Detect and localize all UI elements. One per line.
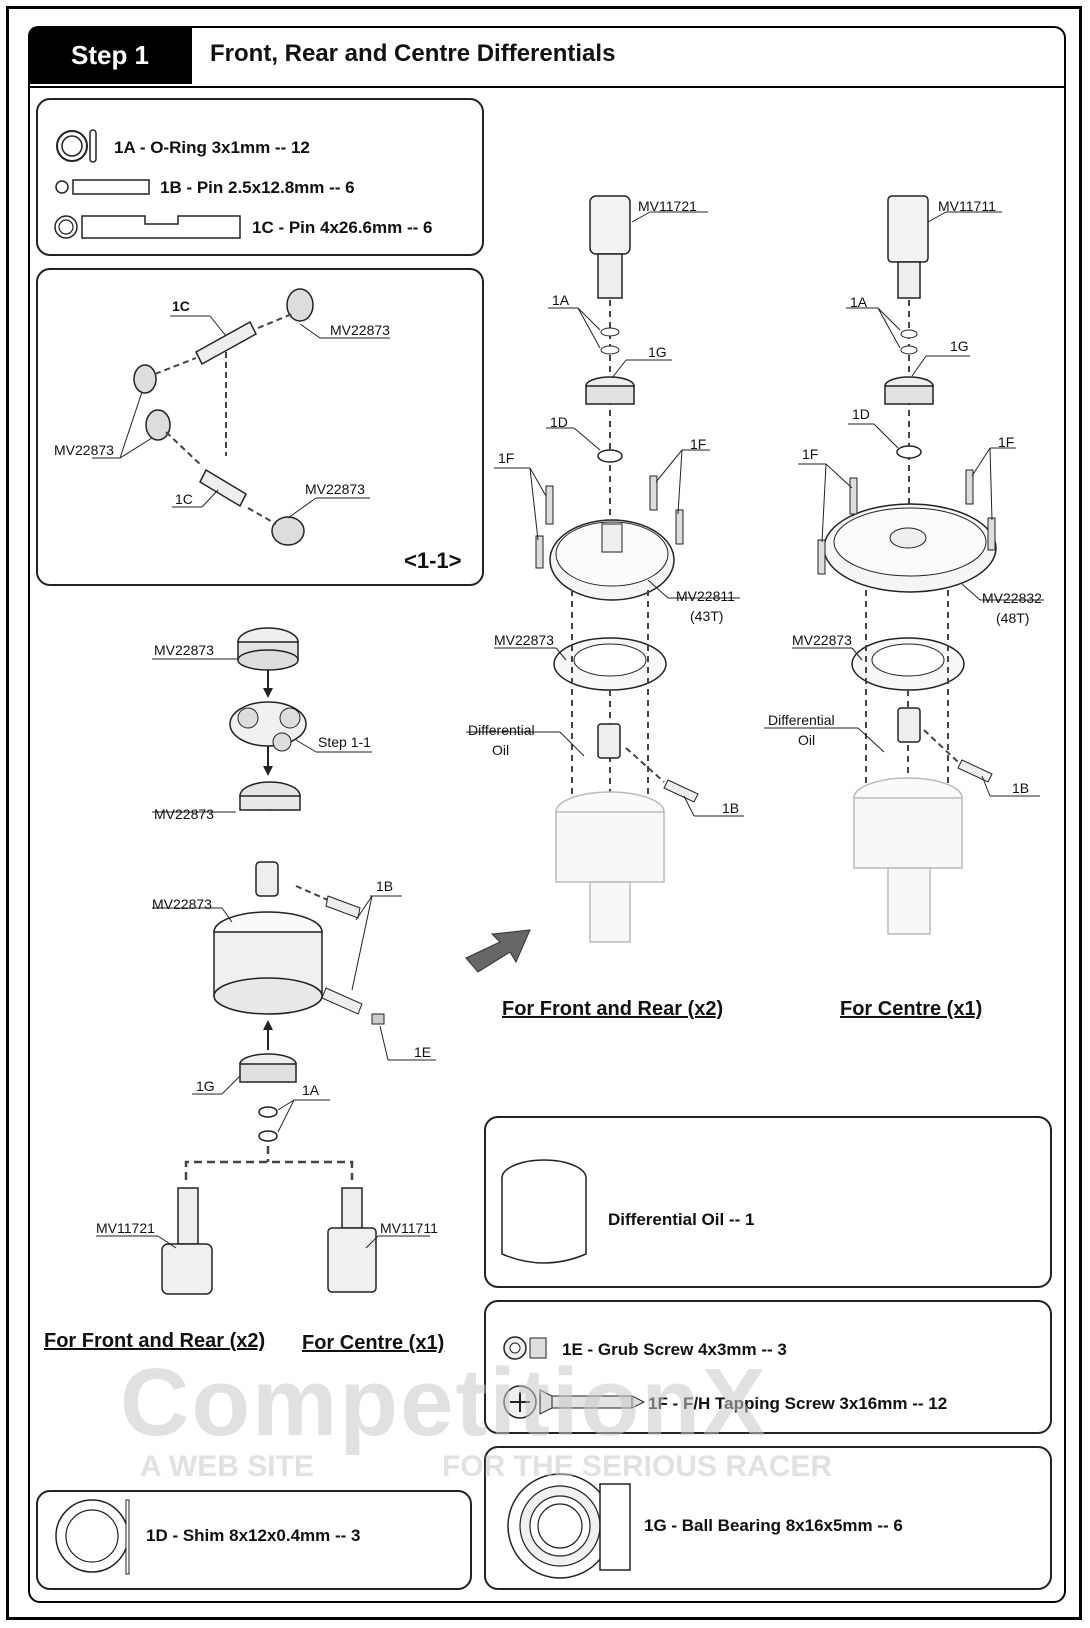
left-callout-step-1-1: Step 1-1 (318, 734, 371, 750)
callout-mv22873-b: MV22873 (54, 442, 114, 458)
callout-mv22873-a: MV22873 (330, 322, 390, 338)
front-callout-mv11721: MV11721 (638, 198, 697, 214)
front-callout-diff-oil-1: Differential (468, 722, 535, 738)
front-heading: For Front and Rear (x2) (502, 998, 724, 1020)
centre-callout-1d: 1D (852, 406, 870, 422)
bearing-label: 1G - Ball Bearing 8x16x5mm -- 6 (644, 1516, 903, 1535)
left-callout-1e: 1E (414, 1044, 432, 1060)
sub-step-box (36, 268, 484, 586)
page-title: Front, Rear and Centre Differentials (210, 40, 616, 67)
centre-callout-gear-teeth: (48T) (996, 610, 1030, 626)
page-frame (6, 6, 1082, 1620)
part-1b-label: 1B - Pin 2.5x12.8mm -- 6 (160, 178, 355, 197)
centre-callout-mv22873: MV22873 (792, 632, 852, 648)
front-callout-gear: MV22811 (676, 588, 735, 604)
sub-step-label: <1-1> (404, 548, 462, 573)
left-heading-centre: For Centre (x1) (302, 1332, 445, 1354)
left-callout-mv22873-housing: MV22873 (152, 896, 212, 912)
shim-label: 1D - Shim 8x12x0.4mm -- 3 (146, 1526, 361, 1545)
centre-callout-1f-right: 1F (998, 434, 1015, 450)
callout-mv22873-c: MV22873 (305, 481, 365, 497)
front-callout-1g: 1G (648, 344, 667, 360)
front-callout-1f-left: 1F (498, 450, 515, 466)
left-callout-1a: 1A (302, 1082, 320, 1098)
screws-box (484, 1300, 1052, 1434)
callout-1c-upper: 1C (172, 298, 190, 314)
part-1a-label: 1A - O-Ring 3x1mm -- 12 (114, 138, 310, 157)
left-callout-mv11711: MV11711 (380, 1220, 438, 1236)
left-callout-mv22873-top: MV22873 (154, 642, 214, 658)
step-tab: Step 1 (28, 26, 192, 84)
centre-heading: For Centre (x1) (840, 998, 983, 1020)
left-callout-1g: 1G (196, 1078, 215, 1094)
centre-callout-1b: 1B (1012, 780, 1030, 796)
front-callout-diff-oil-2: Oil (492, 742, 510, 758)
watermark-left: A WEB SITE (140, 1450, 314, 1483)
title-divider (28, 86, 1066, 88)
grub-screw-label: 1E - Grub Screw 4x3mm -- 3 (562, 1340, 787, 1359)
centre-callout-gear: MV22832 (982, 590, 1042, 606)
centre-callout-1a: 1A (850, 294, 868, 310)
part-1c-label: 1C - Pin 4x26.6mm -- 6 (252, 218, 433, 237)
front-callout-1a: 1A (552, 292, 570, 308)
front-callout-gear-teeth: (43T) (690, 608, 724, 624)
left-callout-mv22873-mid: MV22873 (154, 806, 214, 822)
centre-callout-diff-oil-2: Oil (798, 732, 816, 748)
callout-1c-lower: 1C (175, 491, 193, 507)
centre-callout-mv11711: MV11711 (938, 198, 996, 214)
oil-label: Differential Oil -- 1 (608, 1210, 755, 1229)
left-callout-1b: 1B (376, 878, 394, 894)
tapping-screw-label: 1F - F/H Tapping Screw 3x16mm -- 12 (648, 1394, 948, 1413)
centre-callout-diff-oil-1: Differential (768, 712, 835, 728)
oil-box (484, 1116, 1052, 1288)
front-callout-1d: 1D (550, 414, 568, 430)
watermark-logo: CompetitionX (120, 1349, 768, 1456)
content-border (28, 26, 1066, 1603)
centre-callout-1f-left: 1F (802, 446, 819, 462)
left-callout-mv11721: MV11721 (96, 1220, 155, 1236)
left-heading-front-rear: For Front and Rear (x2) (44, 1330, 266, 1352)
centre-callout-1g: 1G (950, 338, 969, 354)
front-callout-1b: 1B (722, 800, 740, 816)
front-callout-1f-right: 1F (690, 436, 707, 452)
front-callout-mv22873: MV22873 (494, 632, 554, 648)
watermark-right: FOR THE SERIOUS RACER (442, 1450, 833, 1483)
